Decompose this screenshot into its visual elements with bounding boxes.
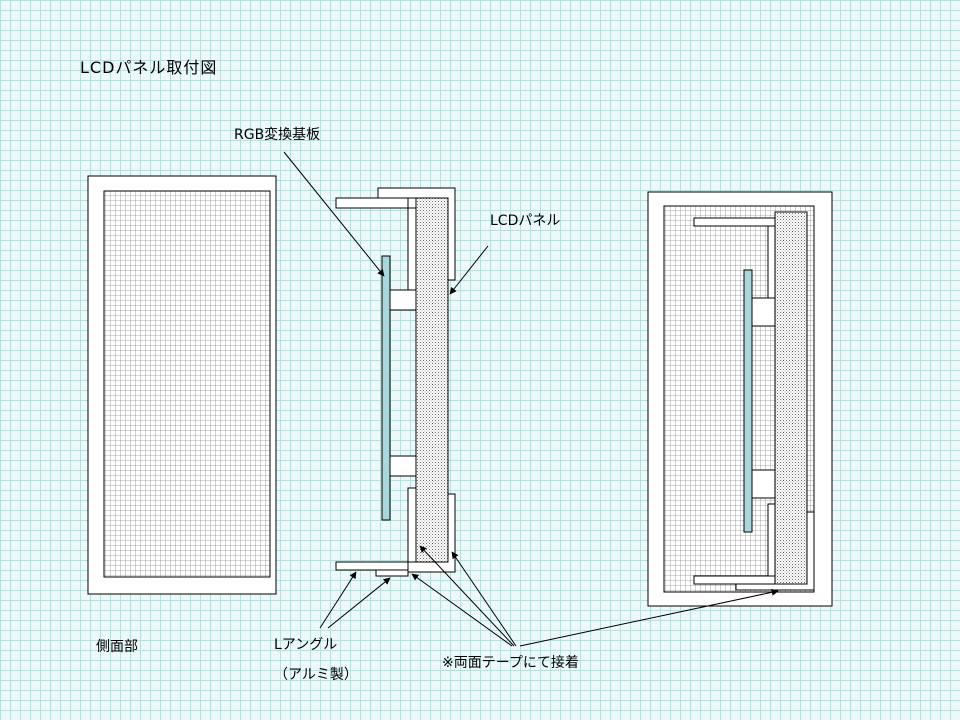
side-frame [87,175,277,595]
tape-bottom [375,569,409,577]
leader-tape-1 [411,573,513,647]
l-angle-bottom [335,561,409,571]
leader-tape-4 [519,588,779,647]
leader-lines [283,151,779,647]
label-lcd-panel: LCDパネル [490,213,561,229]
label-tape-note: ※両面テープにて接着 [442,655,579,671]
label-side-part: 側面部 [96,639,138,655]
leader-rgb-board [283,151,385,277]
l-angle-top [335,197,409,209]
leader-angle-1 [319,571,357,629]
assembled-view [647,191,833,607]
label-rgb-board: RGB変換基板 [234,127,321,143]
rgb-board [381,255,391,521]
label-aluminum: （アルミ製） [274,667,358,683]
spacer-top [389,289,417,311]
cross-section [335,187,456,577]
leader-angle-2 [327,577,391,629]
lcd-panel [415,197,449,563]
diagram-title: LCDパネル取付図 [80,58,218,77]
leader-tape-2 [419,545,515,647]
spacer-bottom [389,455,417,477]
leader-tape-3 [451,551,517,647]
leader-lcd-panel [449,245,489,295]
label-l-angle: Lアングル [274,637,338,653]
